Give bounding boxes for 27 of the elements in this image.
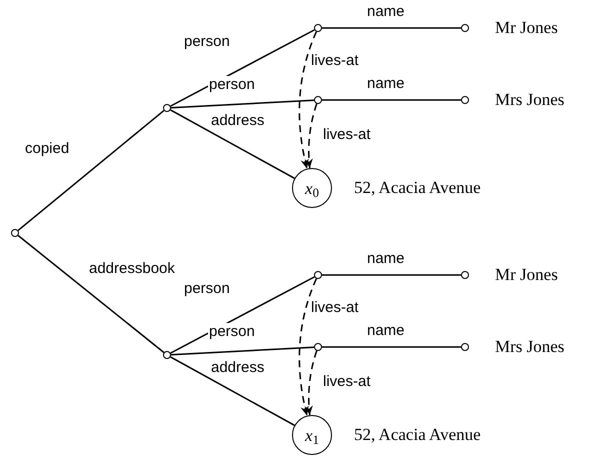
variable-label: x$_{1}$ — [305, 426, 319, 444]
value-label: 52, Acacia Avenue — [354, 178, 481, 198]
value-label: Mrs Jones — [495, 337, 564, 357]
edge-label: person — [208, 323, 256, 341]
line — [18, 234, 164, 354]
line — [322, 346, 461, 348]
line — [170, 346, 314, 356]
value-label: Mr Jones — [495, 265, 558, 285]
dashed-arrow — [304, 104, 318, 168]
dashed-arrow — [304, 350, 318, 416]
line — [322, 27, 461, 29]
dashed-arrow — [298, 31, 318, 169]
line — [322, 99, 461, 101]
line — [18, 110, 164, 232]
variable-label: x$_{0}$ — [305, 180, 319, 196]
dashed-arrow — [298, 278, 318, 416]
edge-label: person — [208, 76, 256, 94]
edge-label: copied — [24, 140, 70, 158]
line — [170, 109, 295, 179]
line — [170, 276, 315, 354]
line — [322, 274, 461, 276]
value-label: Mrs Jones — [495, 90, 564, 110]
line — [170, 29, 315, 107]
value-label: Mr Jones — [495, 18, 558, 38]
line — [170, 356, 295, 426]
value-label: 52, Acacia Avenue — [354, 425, 481, 445]
line — [170, 99, 314, 109]
